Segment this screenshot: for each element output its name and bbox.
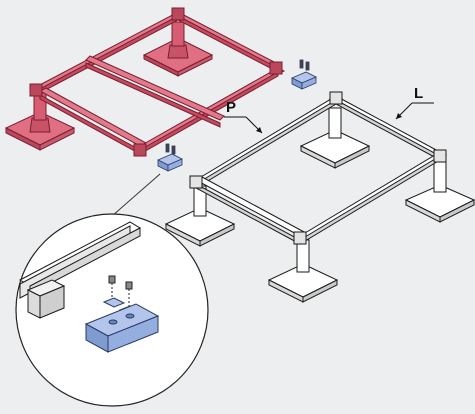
outline-foot-pad-left: [164, 185, 236, 247]
outline-foot-pad-back: [299, 107, 371, 169]
red-rails: [32, 11, 286, 155]
red-corner-bracket: [171, 7, 185, 21]
red-corner-bracket: [29, 83, 43, 97]
outline-corner-bracket: [293, 231, 307, 245]
red-foot-pad-back: [142, 21, 214, 77]
callout-l-label: L: [414, 85, 423, 102]
arrow-head-icon: [256, 127, 262, 133]
outline-foot-pad-front: [267, 239, 339, 303]
callout-l: L: [395, 85, 434, 120]
outline-corner-bracket: [329, 91, 343, 105]
bolt-icon: [108, 275, 116, 284]
outline-foot-pad-right: [404, 161, 475, 223]
arrow-head-icon: [396, 113, 402, 119]
detail-leader-line: [111, 173, 161, 217]
outline-corner-bracket: [189, 175, 203, 189]
assembled-frame-red: [4, 7, 286, 157]
red-foot-pad-front-left: [4, 89, 76, 151]
callout-p-label: P: [226, 99, 236, 116]
outline-corner-bracket: [433, 149, 447, 163]
bolt-icon: [171, 145, 176, 155]
red-corner-bracket: [133, 143, 147, 157]
detail-circle: [15, 213, 209, 407]
connector-parts-top: [291, 59, 317, 90]
red-corner-bracket: [269, 61, 283, 75]
bolt-icon: [125, 281, 133, 290]
bolt-icon: [165, 143, 170, 153]
connector-parts-mid: [157, 143, 183, 172]
outline-frame: [164, 91, 475, 303]
callout-p: P: [224, 99, 263, 134]
washer-plate: [102, 297, 126, 308]
bolt-icon: [299, 59, 304, 69]
bolt-icon: [305, 61, 310, 71]
detail-bolts: [108, 275, 133, 306]
u-channel-connector: [84, 303, 160, 353]
